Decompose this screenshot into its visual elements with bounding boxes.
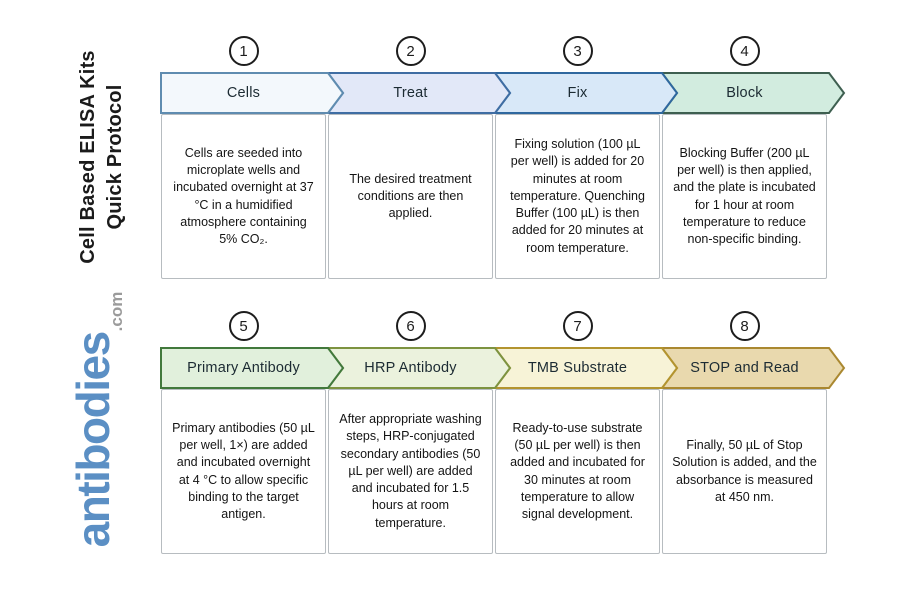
step-description-box: After appropriate washing steps, HRP-con…	[328, 389, 493, 554]
arrow-path	[160, 72, 345, 114]
step-description-box: Finally, 50 µL of Stop Solution is added…	[662, 389, 827, 554]
step-column-3: 3 Fix Fixing solution (100 µL per well) …	[493, 36, 679, 279]
step-column-2: 2 Treat The desired treatment conditions…	[326, 36, 512, 279]
step-description: Blocking Buffer (200 µL per well) is the…	[673, 145, 816, 246]
step-description: Ready-to-use substrate (50 µL per well) …	[510, 420, 645, 521]
step-title: Fix	[567, 85, 588, 101]
step-description: Finally, 50 µL of Stop Solution is added…	[672, 438, 817, 504]
step-number-badge: 7	[562, 311, 593, 341]
step-description-box: Ready-to-use substrate (50 µL per well) …	[495, 389, 660, 554]
page-title-line1: Cell Based ELISA Kits	[77, 50, 99, 264]
flow-row-2: 5 Primary Antibody Primary antibodies (5…	[160, 311, 846, 554]
logo-wordmark: antibodies	[67, 332, 119, 548]
step-description: Fixing solution (100 µL per well) is add…	[510, 137, 645, 255]
step-description: After appropriate washing steps, HRP-con…	[339, 412, 482, 530]
logo-domain-suffix: .com	[107, 291, 126, 332]
step-number-badge: 1	[228, 36, 259, 66]
step-title: Block	[726, 85, 763, 101]
step-number: 3	[573, 42, 582, 60]
step-number-badge: 8	[729, 311, 760, 341]
antibodies-logo: antibodies.com	[66, 270, 130, 570]
step-description: Cells are seeded into microplate wells a…	[173, 145, 314, 246]
step-description-box: The desired treatment conditions are the…	[328, 114, 493, 279]
step-number: 1	[239, 42, 248, 60]
step-arrow: STOP and Read	[660, 347, 846, 389]
step-column-5: 5 Primary Antibody Primary antibodies (5…	[160, 311, 345, 554]
step-title: Treat	[393, 85, 428, 101]
step-description-box: Primary antibodies (50 µL per well, 1×) …	[161, 389, 326, 554]
vertical-page-title: Cell Based ELISA Kits Quick Protocol	[75, 37, 133, 277]
step-number-badge: 5	[228, 311, 259, 341]
step-column-4: 4 Block Blocking Buffer (200 µL per well…	[660, 36, 846, 279]
step-arrow: Treat	[326, 72, 512, 114]
protocol-flowchart: 1 Cells Cells are seeded into microplate…	[160, 36, 846, 554]
step-number: 8	[740, 317, 749, 335]
step-arrow: Primary Antibody	[160, 347, 345, 389]
step-title: HRP Antibody	[364, 360, 457, 376]
step-title: STOP and Read	[690, 360, 799, 376]
step-description-box: Fixing solution (100 µL per well) is add…	[495, 114, 660, 279]
step-number: 6	[406, 317, 415, 335]
step-number-badge: 2	[395, 36, 426, 66]
step-column-8: 8 STOP and Read Finally, 50 µL of Stop S…	[660, 311, 846, 554]
chevron-arrow-shape	[160, 72, 345, 114]
step-arrow: Block	[660, 72, 846, 114]
step-number: 5	[239, 317, 248, 335]
step-arrow: TMB Substrate	[493, 347, 679, 389]
step-number-badge: 6	[395, 311, 426, 341]
step-number: 2	[406, 42, 415, 60]
page-title-line2: Quick Protocol	[104, 84, 126, 230]
step-description-box: Blocking Buffer (200 µL per well) is the…	[662, 114, 827, 279]
flow-row-1: 1 Cells Cells are seeded into microplate…	[160, 36, 846, 279]
step-description: The desired treatment conditions are the…	[349, 171, 472, 221]
step-arrow: Fix	[493, 72, 679, 114]
step-arrow: Cells	[160, 72, 345, 114]
step-title: Cells	[226, 85, 261, 101]
step-title: Primary Antibody	[187, 360, 300, 376]
chevron-arrow-shape	[160, 347, 345, 389]
arrow-path	[160, 347, 345, 389]
step-number: 4	[740, 42, 749, 60]
step-column-7: 7 TMB Substrate Ready-to-use substrate (…	[493, 311, 679, 554]
step-number: 7	[573, 317, 582, 335]
step-number-badge: 4	[729, 36, 760, 66]
step-title: TMB Substrate	[527, 360, 628, 376]
step-number-badge: 3	[562, 36, 593, 66]
step-column-6: 6 HRP Antibody After appropriate washing…	[326, 311, 512, 554]
step-column-1: 1 Cells Cells are seeded into microplate…	[160, 36, 345, 279]
step-arrow: HRP Antibody	[326, 347, 512, 389]
step-description-box: Cells are seeded into microplate wells a…	[161, 114, 326, 279]
step-description: Primary antibodies (50 µL per well, 1×) …	[172, 420, 315, 521]
